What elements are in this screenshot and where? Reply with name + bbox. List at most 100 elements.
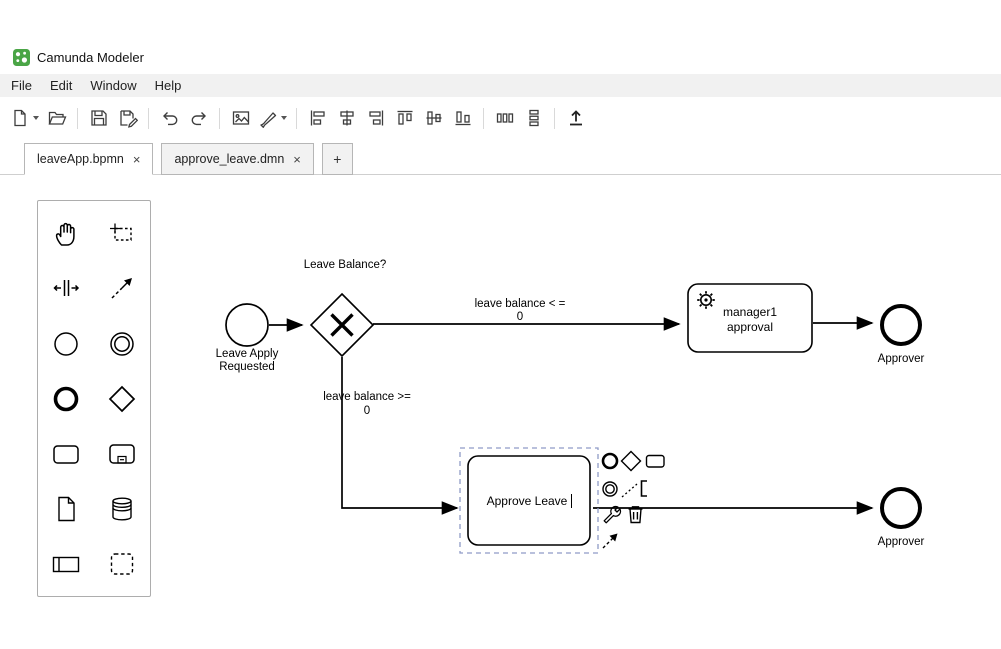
save-icon — [90, 110, 107, 126]
distribute-vertical-icon — [528, 109, 539, 127]
context-pad[interactable] — [601, 450, 665, 549]
start-event-label[interactable]: Requested — [219, 361, 275, 373]
trash-icon[interactable] — [628, 506, 643, 524]
global-connect-tool[interactable] — [94, 261, 150, 316]
create-gateway[interactable] — [94, 371, 150, 426]
wrench-icon[interactable] — [603, 505, 622, 524]
append-text-annotation-icon[interactable] — [621, 480, 647, 498]
align-right-button[interactable] — [362, 105, 389, 132]
connect-icon[interactable] — [602, 533, 618, 549]
format-painter-button[interactable] — [256, 105, 289, 132]
align-left-button[interactable] — [304, 105, 331, 132]
tab-leaveApp-bpmn[interactable]: leaveApp.bpmn × — [24, 143, 154, 175]
plus-icon: + — [333, 151, 342, 167]
append-gateway-icon[interactable] — [620, 450, 642, 472]
menubar: File Edit Window Help — [0, 74, 1001, 97]
menu-help[interactable]: Help — [154, 78, 182, 93]
hand-icon — [55, 222, 75, 246]
align-top-icon — [397, 110, 412, 125]
open-file-button[interactable] — [43, 105, 70, 132]
flow-top-label[interactable]: 0 — [517, 311, 523, 323]
new-diagram-button[interactable] — [8, 105, 41, 132]
bpmn-palette — [37, 200, 151, 597]
deploy-button[interactable] — [562, 105, 589, 132]
redo-button[interactable] — [185, 105, 212, 132]
toolbar-separator — [296, 107, 297, 129]
create-start-event[interactable] — [38, 316, 94, 371]
data-store-icon — [112, 496, 132, 521]
start-event[interactable] — [225, 303, 269, 347]
lasso-icon — [110, 223, 132, 241]
intermediate-event-icon — [110, 331, 134, 356]
create-participant[interactable] — [38, 536, 94, 591]
exclusive-gateway[interactable] — [309, 292, 375, 358]
end-event-bottom-label[interactable]: Approver — [878, 536, 925, 548]
flow-bottom-label[interactable]: leave balance >= — [323, 391, 411, 403]
menu-file[interactable]: File — [11, 78, 32, 93]
space-tool[interactable] — [38, 261, 94, 316]
save-as-button[interactable] — [114, 105, 141, 132]
toolbar-separator — [483, 107, 484, 129]
distribute-horizontal-button[interactable] — [491, 105, 518, 132]
toolbar-separator — [148, 107, 149, 129]
export-image-button[interactable] — [227, 105, 254, 132]
align-middle-button[interactable] — [420, 105, 447, 132]
toolbar-separator — [219, 107, 220, 129]
create-intermediate-event[interactable] — [94, 316, 150, 371]
end-event-top[interactable] — [880, 304, 922, 346]
menu-edit[interactable]: Edit — [49, 78, 73, 93]
end-event-top-label[interactable]: Approver — [878, 353, 925, 365]
end-event-bottom[interactable] — [880, 487, 922, 529]
create-task[interactable] — [38, 426, 94, 481]
toolbar — [0, 99, 1001, 137]
start-event-label[interactable]: Leave Apply — [216, 348, 279, 360]
align-top-button[interactable] — [391, 105, 418, 132]
distribute-vertical-button[interactable] — [520, 105, 547, 132]
selection-outline — [459, 447, 599, 554]
append-intermediate-event-icon[interactable] — [602, 481, 618, 497]
tab-close-button[interactable]: × — [132, 151, 141, 167]
align-bottom-button[interactable] — [449, 105, 476, 132]
flow-top-label[interactable]: leave balance < = — [475, 298, 566, 310]
lasso-tool[interactable] — [94, 206, 150, 261]
append-end-event-icon[interactable] — [601, 452, 619, 470]
toolbar-separator — [554, 107, 555, 129]
flow-bottom-label[interactable]: 0 — [364, 405, 370, 417]
save-as-icon — [119, 110, 138, 128]
gateway-x-marker — [330, 313, 354, 337]
append-task-icon[interactable] — [645, 454, 665, 468]
chevron-down-icon — [281, 116, 287, 120]
undo-button[interactable] — [156, 105, 183, 132]
create-subprocess[interactable] — [94, 426, 150, 481]
align-center-button[interactable] — [333, 105, 360, 132]
gateway-label[interactable]: Leave Balance? — [304, 259, 386, 271]
create-data-object[interactable] — [38, 481, 94, 536]
distribute-horizontal-icon — [496, 113, 513, 123]
new-tab-button[interactable]: + — [321, 143, 353, 175]
participant-icon — [52, 556, 80, 572]
service-task-manager1-approval[interactable]: manager1 approval — [687, 283, 813, 353]
undo-icon — [162, 112, 177, 126]
brush-icon — [260, 112, 277, 128]
align-center-icon — [339, 110, 354, 126]
user-task-label[interactable]: Approve Leave — [487, 494, 568, 508]
start-event-icon — [54, 331, 78, 356]
space-tool-icon — [53, 279, 80, 296]
new-file-icon — [14, 109, 26, 127]
toolbar-separator — [77, 107, 78, 129]
save-button[interactable] — [85, 105, 112, 132]
user-task-approve-leave[interactable]: Approve Leave — [467, 455, 591, 546]
create-data-store[interactable] — [94, 481, 150, 536]
group-icon — [110, 552, 134, 575]
tab-close-button[interactable]: × — [293, 151, 301, 167]
gateway-icon — [108, 385, 136, 412]
hand-tool[interactable] — [38, 206, 94, 261]
create-group[interactable] — [94, 536, 150, 591]
tab-approve-leave-dmn[interactable]: approve_leave.dmn × — [161, 143, 314, 175]
flow-gateway-to-user-task[interactable] — [341, 357, 459, 515]
align-bottom-icon — [455, 111, 470, 126]
create-end-event[interactable] — [38, 371, 94, 426]
menu-window[interactable]: Window — [90, 78, 137, 93]
open-folder-icon — [48, 111, 66, 125]
